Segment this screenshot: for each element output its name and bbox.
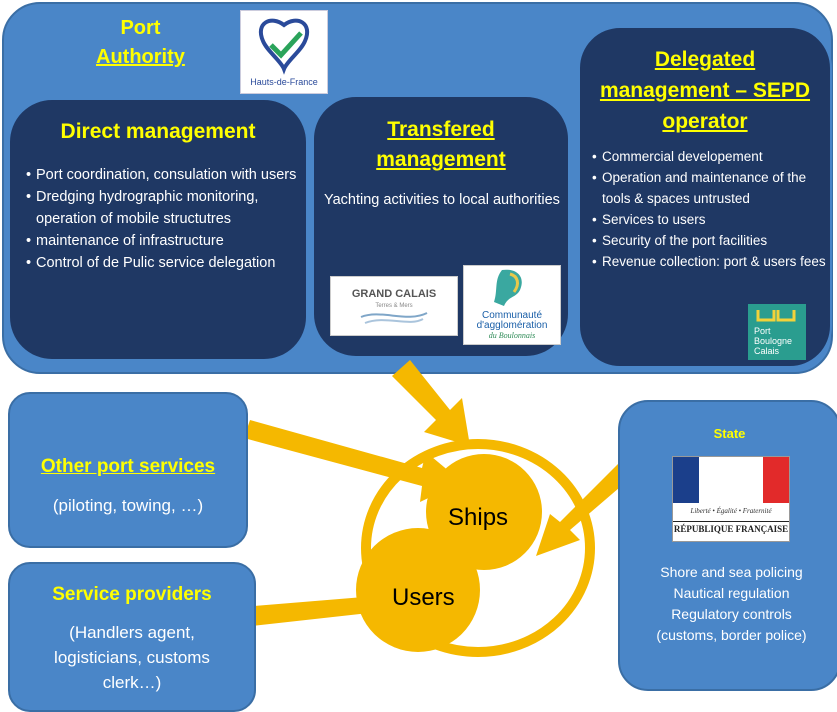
delegated-management-list: Commercial developement Operation and ma… <box>592 146 830 272</box>
direct-management-title: Direct management <box>60 120 256 143</box>
ca-logo-line3: du Boulonnais <box>489 331 535 340</box>
transfered-management-text: Yachting activities to local authorities <box>324 192 560 208</box>
rf-name: RÉPUBLIQUE FRANÇAISE <box>673 521 789 534</box>
list-item: maintenance of infrastructure <box>26 230 302 252</box>
grand-calais-logo-text: GRAND CALAIS <box>352 288 436 300</box>
hauts-de-france-logo-text: Hauts-de-France <box>250 77 318 87</box>
direct-management-panel: Direct management Port coordination, con… <box>8 98 308 361</box>
direct-management-list: Port coordination, consulation with user… <box>26 164 302 274</box>
other-port-services-panel: Other port services (piloting, towing, …… <box>8 392 248 548</box>
list-item: Commercial developement <box>592 146 830 167</box>
other-port-services-text: (piloting, towing, …) <box>52 496 204 515</box>
transfered-management-title: Transfered management <box>376 118 506 171</box>
hauts-de-france-logo: Hauts-de-France <box>240 10 328 94</box>
service-providers-text: (Handlers agent, logisticians, customs c… <box>54 623 210 692</box>
list-item: Revenue collection: port & users fees <box>592 251 830 272</box>
users-label: Users <box>392 584 455 611</box>
state-panel: State Shore and sea policing Nautical re… <box>618 400 837 691</box>
arrow-other-port-services <box>244 420 462 502</box>
pbc-logo-line3: Calais <box>754 346 780 356</box>
communaute-agglomeration-logo: Communauté d'agglomération du Boulonnais <box>463 265 561 345</box>
list-item: Port coordination, consulation with user… <box>26 164 302 186</box>
port-authority-title: Port Authority <box>96 17 185 68</box>
state-lines: Shore and sea policing Nautical regulati… <box>656 564 807 643</box>
flag-red-band <box>763 457 789 503</box>
pbc-logo-line2: Boulogne <box>754 336 792 346</box>
delegated-management-title: Delegated management – SEPD operator <box>599 48 811 133</box>
flag-blue-band <box>673 457 699 503</box>
port-boulogne-calais-logo: Port Boulogne Calais <box>748 304 806 360</box>
arrow-service-providers <box>252 580 410 626</box>
list-item: Services to users <box>592 209 830 230</box>
arrow-port-authority <box>392 360 470 446</box>
rf-motto: Liberté • Égalité • Fraternité <box>690 507 772 515</box>
arrow-state <box>536 456 640 556</box>
pbc-logo-line1: Port <box>754 326 771 336</box>
republique-francaise-logo: Liberté • Égalité • Fraternité RÉPUBLIQU… <box>672 456 790 542</box>
service-providers-title: Service providers <box>52 584 212 605</box>
ships-label: Ships <box>448 504 509 531</box>
grand-calais-logo-subtext: Terres & Mers <box>375 303 412 309</box>
other-port-services-title: Other port services <box>40 456 216 477</box>
ca-logo-line2: d'agglomération <box>477 320 548 331</box>
list-item: Operation and maintenance of the tools &… <box>592 167 830 209</box>
ca-logo-line1: Communauté <box>482 310 542 321</box>
grand-calais-logo: GRAND CALAIS Terres & Mers <box>330 276 458 336</box>
list-item: Control of de Pulic service delegation <box>26 252 302 274</box>
list-item: Security of the port facilities <box>592 230 830 251</box>
outer-ring <box>361 439 595 657</box>
users-circle <box>356 528 480 652</box>
service-providers-panel: Service providers (Handlers agent, logis… <box>8 562 256 712</box>
list-item: Dredging hydrographic monitoring, operat… <box>26 186 302 230</box>
state-title: State <box>713 426 746 441</box>
